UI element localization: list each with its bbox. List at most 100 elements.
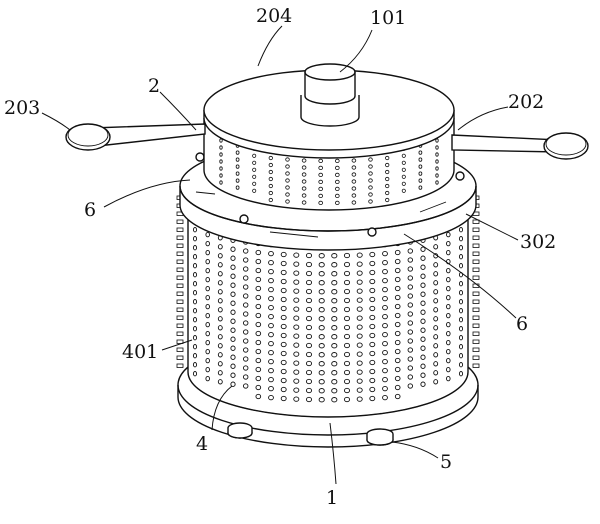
drum-spike — [205, 240, 210, 247]
drum-spike — [268, 250, 274, 257]
cylinder-hole — [351, 158, 357, 163]
side-spike — [176, 251, 184, 256]
cylinder-hole — [268, 162, 273, 168]
drum-spike — [356, 360, 363, 366]
label-202: 202 — [508, 91, 544, 113]
drum-spike — [446, 294, 451, 301]
drum-spike — [343, 342, 351, 349]
drum-spike — [343, 351, 351, 358]
drum-spike — [331, 271, 338, 277]
drum-spike — [192, 254, 198, 260]
drum-spike — [255, 312, 262, 319]
drum-spike — [446, 240, 451, 247]
drum-spike — [394, 393, 401, 400]
drum-spike — [433, 352, 439, 358]
drum-spike — [458, 254, 464, 260]
drum-spike — [446, 285, 451, 292]
drum-spike — [205, 357, 210, 364]
drum-spike — [394, 366, 401, 373]
drum-spike — [458, 227, 464, 233]
drum-spike — [217, 271, 223, 277]
drum-spike — [382, 358, 388, 365]
label-204: 204 — [256, 5, 292, 27]
drum-spike — [356, 270, 363, 276]
drum-spike — [382, 295, 388, 302]
cylinder-hole — [301, 186, 307, 191]
side-spike — [472, 299, 480, 304]
top-knob — [300, 63, 360, 127]
drum-spike — [293, 324, 300, 330]
drum-spike — [217, 244, 223, 250]
drum-spike — [205, 294, 210, 301]
cylinder-hole — [435, 180, 439, 185]
drum-spike — [382, 313, 388, 320]
drum-spike — [356, 396, 363, 402]
drum-spike — [230, 327, 236, 333]
drum-spike — [369, 341, 376, 348]
drum-spike — [205, 285, 210, 292]
drum-spike — [382, 277, 388, 284]
drum-spike — [192, 326, 198, 332]
cylinder-hole — [351, 179, 357, 184]
drum-spike — [446, 357, 451, 364]
drum-spike — [394, 375, 401, 382]
drum-spike — [331, 361, 338, 367]
drum-spike — [369, 296, 376, 303]
drum-spike — [305, 279, 313, 286]
drum-spike — [192, 362, 198, 368]
side-spike — [176, 219, 184, 224]
drum-spike — [217, 316, 223, 322]
drum-spike — [255, 294, 262, 301]
cylinder-hole — [334, 200, 340, 205]
drum-spike — [293, 315, 300, 321]
drum-spike — [420, 273, 426, 279]
side-spike — [472, 267, 480, 272]
drum-spike — [205, 249, 210, 256]
drum-spike — [230, 300, 236, 306]
cylinder-hole — [368, 171, 373, 176]
drum-spike — [343, 378, 351, 385]
cylinder-hole — [385, 169, 390, 175]
cylinder-hole — [235, 164, 240, 169]
drum-spike — [394, 339, 401, 346]
drum-spike — [331, 280, 338, 286]
drum-spike — [293, 387, 300, 393]
label-6-right: 6 — [516, 313, 528, 335]
drum-spike — [280, 332, 287, 339]
drum-spike — [205, 375, 210, 382]
drum-spike — [369, 359, 376, 366]
drum-spike — [318, 289, 325, 295]
drum-spike — [217, 343, 223, 349]
upper-cylinder-holes — [219, 138, 439, 205]
side-spike — [176, 259, 184, 264]
cylinder-hole — [252, 167, 257, 172]
cylinder-hole — [385, 190, 390, 196]
drum-spike — [356, 288, 363, 294]
drum-spike — [305, 378, 313, 385]
drum-spike — [343, 306, 351, 313]
drum-spike — [407, 347, 414, 353]
drum-spike — [268, 295, 274, 302]
drum-spike — [369, 260, 376, 267]
drum-spike — [293, 333, 300, 339]
drum-spike — [192, 227, 198, 233]
drum-spike — [268, 385, 274, 392]
drum-spike — [458, 290, 464, 296]
cylinder-hole — [418, 178, 423, 183]
drum-spike — [458, 299, 464, 305]
drum-spike — [420, 363, 426, 369]
drum-spike — [356, 351, 363, 357]
filter-drum — [176, 195, 480, 418]
cylinder-hole — [368, 192, 373, 197]
drum-spike — [242, 338, 249, 344]
drum-spike — [369, 332, 376, 339]
drum-spike — [458, 245, 464, 251]
cylinder-hole — [418, 157, 423, 162]
drum-spike — [293, 261, 300, 267]
drum-spike — [205, 276, 210, 283]
drum-spike — [343, 369, 351, 376]
cylinder-hole — [252, 160, 257, 165]
leader-lines — [41, 25, 519, 485]
drum-spike — [280, 287, 287, 294]
drum-spike — [230, 381, 236, 387]
